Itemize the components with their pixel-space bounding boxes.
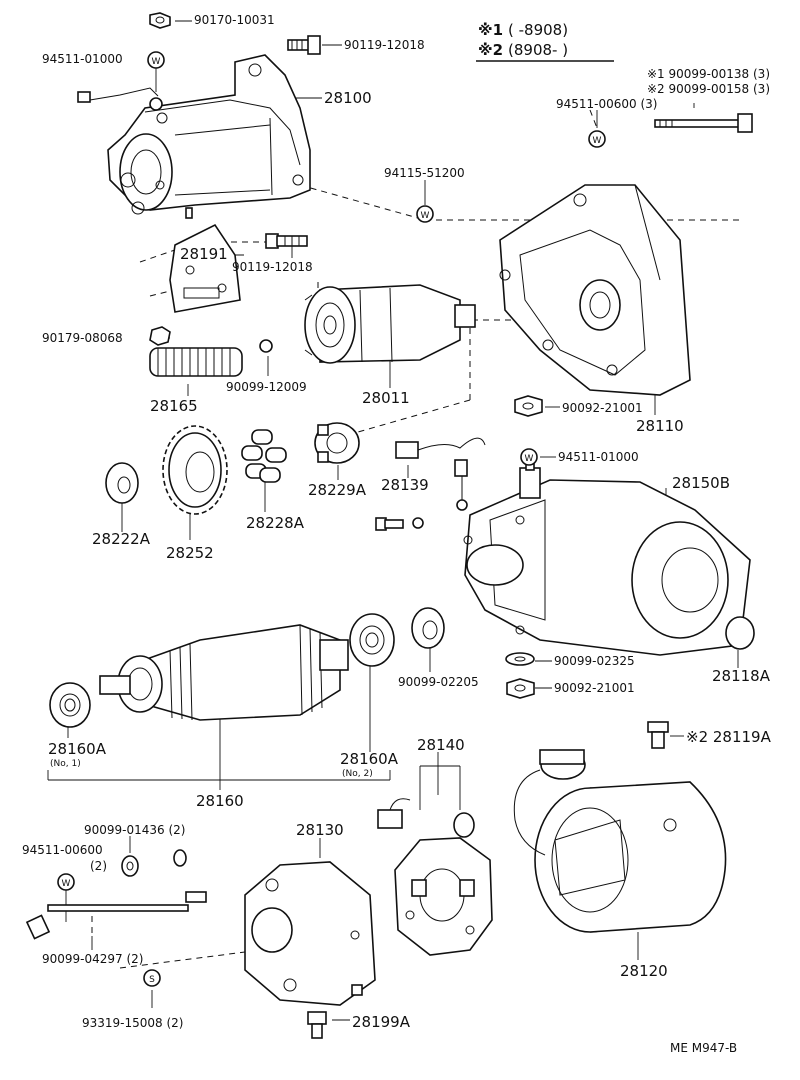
washer-94511-00600-low: W xyxy=(57,873,75,891)
washer-94511-01000-top: W xyxy=(147,51,165,69)
end-frame-28130 xyxy=(244,861,376,1006)
label-90170-10031: 90170-10031 xyxy=(194,13,275,27)
gear-28252 xyxy=(162,425,228,515)
through-bolt-90099-00138 xyxy=(654,113,753,133)
label-90119-12018-mid: 90119-12018 xyxy=(232,260,313,274)
label-90179-08068: 90179-08068 xyxy=(42,331,123,345)
svg-text:W: W xyxy=(525,454,534,464)
legend-range-2: (8908- ) xyxy=(508,41,568,59)
armature-28160 xyxy=(99,624,349,721)
bearing-28160A-no1 xyxy=(49,682,91,728)
label-28252: 28252 xyxy=(166,544,214,562)
label-94511-00600-low: 94511-00600 xyxy=(22,843,103,857)
ball-90099-12009 xyxy=(259,339,273,353)
screw-small xyxy=(375,517,424,531)
label-94511-01000-mid: 94511-01000 xyxy=(558,450,639,464)
label-28191: 28191 xyxy=(180,245,228,263)
label-90092-21001-a: 90092-21001 xyxy=(562,401,643,415)
bolt-28119A xyxy=(647,721,669,749)
label-90099-02205: 90099-02205 xyxy=(398,675,479,689)
label-90099-02325: 90099-02325 xyxy=(554,654,635,668)
label-90099-04297: 90099-04297 (2) xyxy=(42,952,144,966)
spring-washer-93319-15008: S xyxy=(143,969,161,987)
svg-text:W: W xyxy=(593,136,602,146)
washer-90099-02325 xyxy=(505,652,535,666)
spring-28165 xyxy=(149,347,243,377)
label-28160A-no1-note: (No, 1) xyxy=(50,759,81,769)
label-28130: 28130 xyxy=(296,821,344,839)
label-94511-01000-top: 94511-01000 xyxy=(42,52,123,66)
label-28160A-no2-note: (No, 2) xyxy=(342,769,373,779)
label-90119-12018-top: 90119-12018 xyxy=(344,38,425,52)
screw-28199A xyxy=(307,1011,327,1039)
washer-28222A xyxy=(105,462,139,504)
bearing-28160A-no2 xyxy=(349,613,395,667)
label-28011: 28011 xyxy=(362,389,410,407)
nut-90170-10031 xyxy=(149,12,171,29)
label-28119A: ※2 28119A xyxy=(686,728,772,746)
label-28165: 28165 xyxy=(150,397,198,415)
label-93319-15008: 93319-15008 (2) xyxy=(82,1016,184,1030)
drive-housing-28110 xyxy=(499,184,691,396)
label-90099-00158: ※2 90099-00158 (3) xyxy=(647,82,770,96)
washer-94115-51200: W xyxy=(416,205,434,223)
through-bolt-90099-04297 xyxy=(25,891,207,940)
label-28150B: 28150B xyxy=(672,474,730,492)
label-28160: 28160 xyxy=(196,792,244,810)
label-28120: 28120 xyxy=(620,962,668,980)
washer-90099-02205 xyxy=(411,607,445,649)
label-90092-21001-b: 90092-21001 xyxy=(554,681,635,695)
label-28118A: 28118A xyxy=(712,667,771,685)
nut-90092-21001-a xyxy=(514,395,543,417)
label-28100: 28100 xyxy=(324,89,372,107)
part-labels: 90170-10031 94511-01000 90119-12018 2810… xyxy=(22,13,772,1055)
label-90099-01436: 90099-01436 (2) xyxy=(84,823,186,837)
bolt-90119-12018-top xyxy=(287,35,321,55)
label-28199A: 28199A xyxy=(352,1013,411,1031)
plug-28118A xyxy=(725,616,755,650)
label-94115-51200: 94115-51200 xyxy=(384,166,465,180)
svg-text:W: W xyxy=(152,57,161,67)
svg-text:S: S xyxy=(149,975,155,985)
label-28139: 28139 xyxy=(381,476,429,494)
legend-range-1: ( -8908) xyxy=(508,21,568,39)
label-94511-00600-low-qty: (2) xyxy=(90,859,107,873)
washer-90099-01436 xyxy=(121,849,187,877)
label-90099-00138: ※1 90099-00138 (3) xyxy=(647,67,770,81)
clutch-28011 xyxy=(304,282,476,364)
retainer-28229A xyxy=(314,422,360,464)
legend-mark-1: ※1 xyxy=(478,21,503,39)
rollers-28228A xyxy=(241,429,287,483)
yoke-28120 xyxy=(513,749,727,933)
brush-holder-28140 xyxy=(377,798,493,956)
svg-text:W: W xyxy=(62,879,71,889)
bracket-28191 xyxy=(169,223,241,313)
switch-housing-28150B xyxy=(463,454,751,656)
legend: ※1 ( -8908) ※2 (8908- ) xyxy=(476,21,614,62)
label-90099-12009: 90099-12009 xyxy=(226,380,307,394)
washer-94511-00600: W xyxy=(588,130,606,148)
nut-90179-08068 xyxy=(149,326,171,346)
label-28228A: 28228A xyxy=(246,514,305,532)
footer-code: ME M947-B xyxy=(670,1041,737,1055)
legend-mark-2: ※2 xyxy=(478,41,503,59)
starter-assembly-28100 xyxy=(77,54,311,219)
label-28110: 28110 xyxy=(636,417,684,435)
lead-28139 xyxy=(395,437,486,511)
label-28229A: 28229A xyxy=(308,481,367,499)
washer-94511-01000-mid: W xyxy=(520,448,538,466)
bolt-90119-12018-mid xyxy=(265,233,308,249)
label-28140: 28140 xyxy=(417,736,465,754)
label-28160A-no1: 28160A xyxy=(48,740,107,758)
label-28160A-no2: 28160A xyxy=(340,750,399,768)
nut-90092-21001-b xyxy=(506,678,535,699)
svg-text:W: W xyxy=(421,211,430,221)
label-94511-00600: 94511-00600 (3) xyxy=(556,97,658,111)
label-28222A: 28222A xyxy=(92,530,151,548)
